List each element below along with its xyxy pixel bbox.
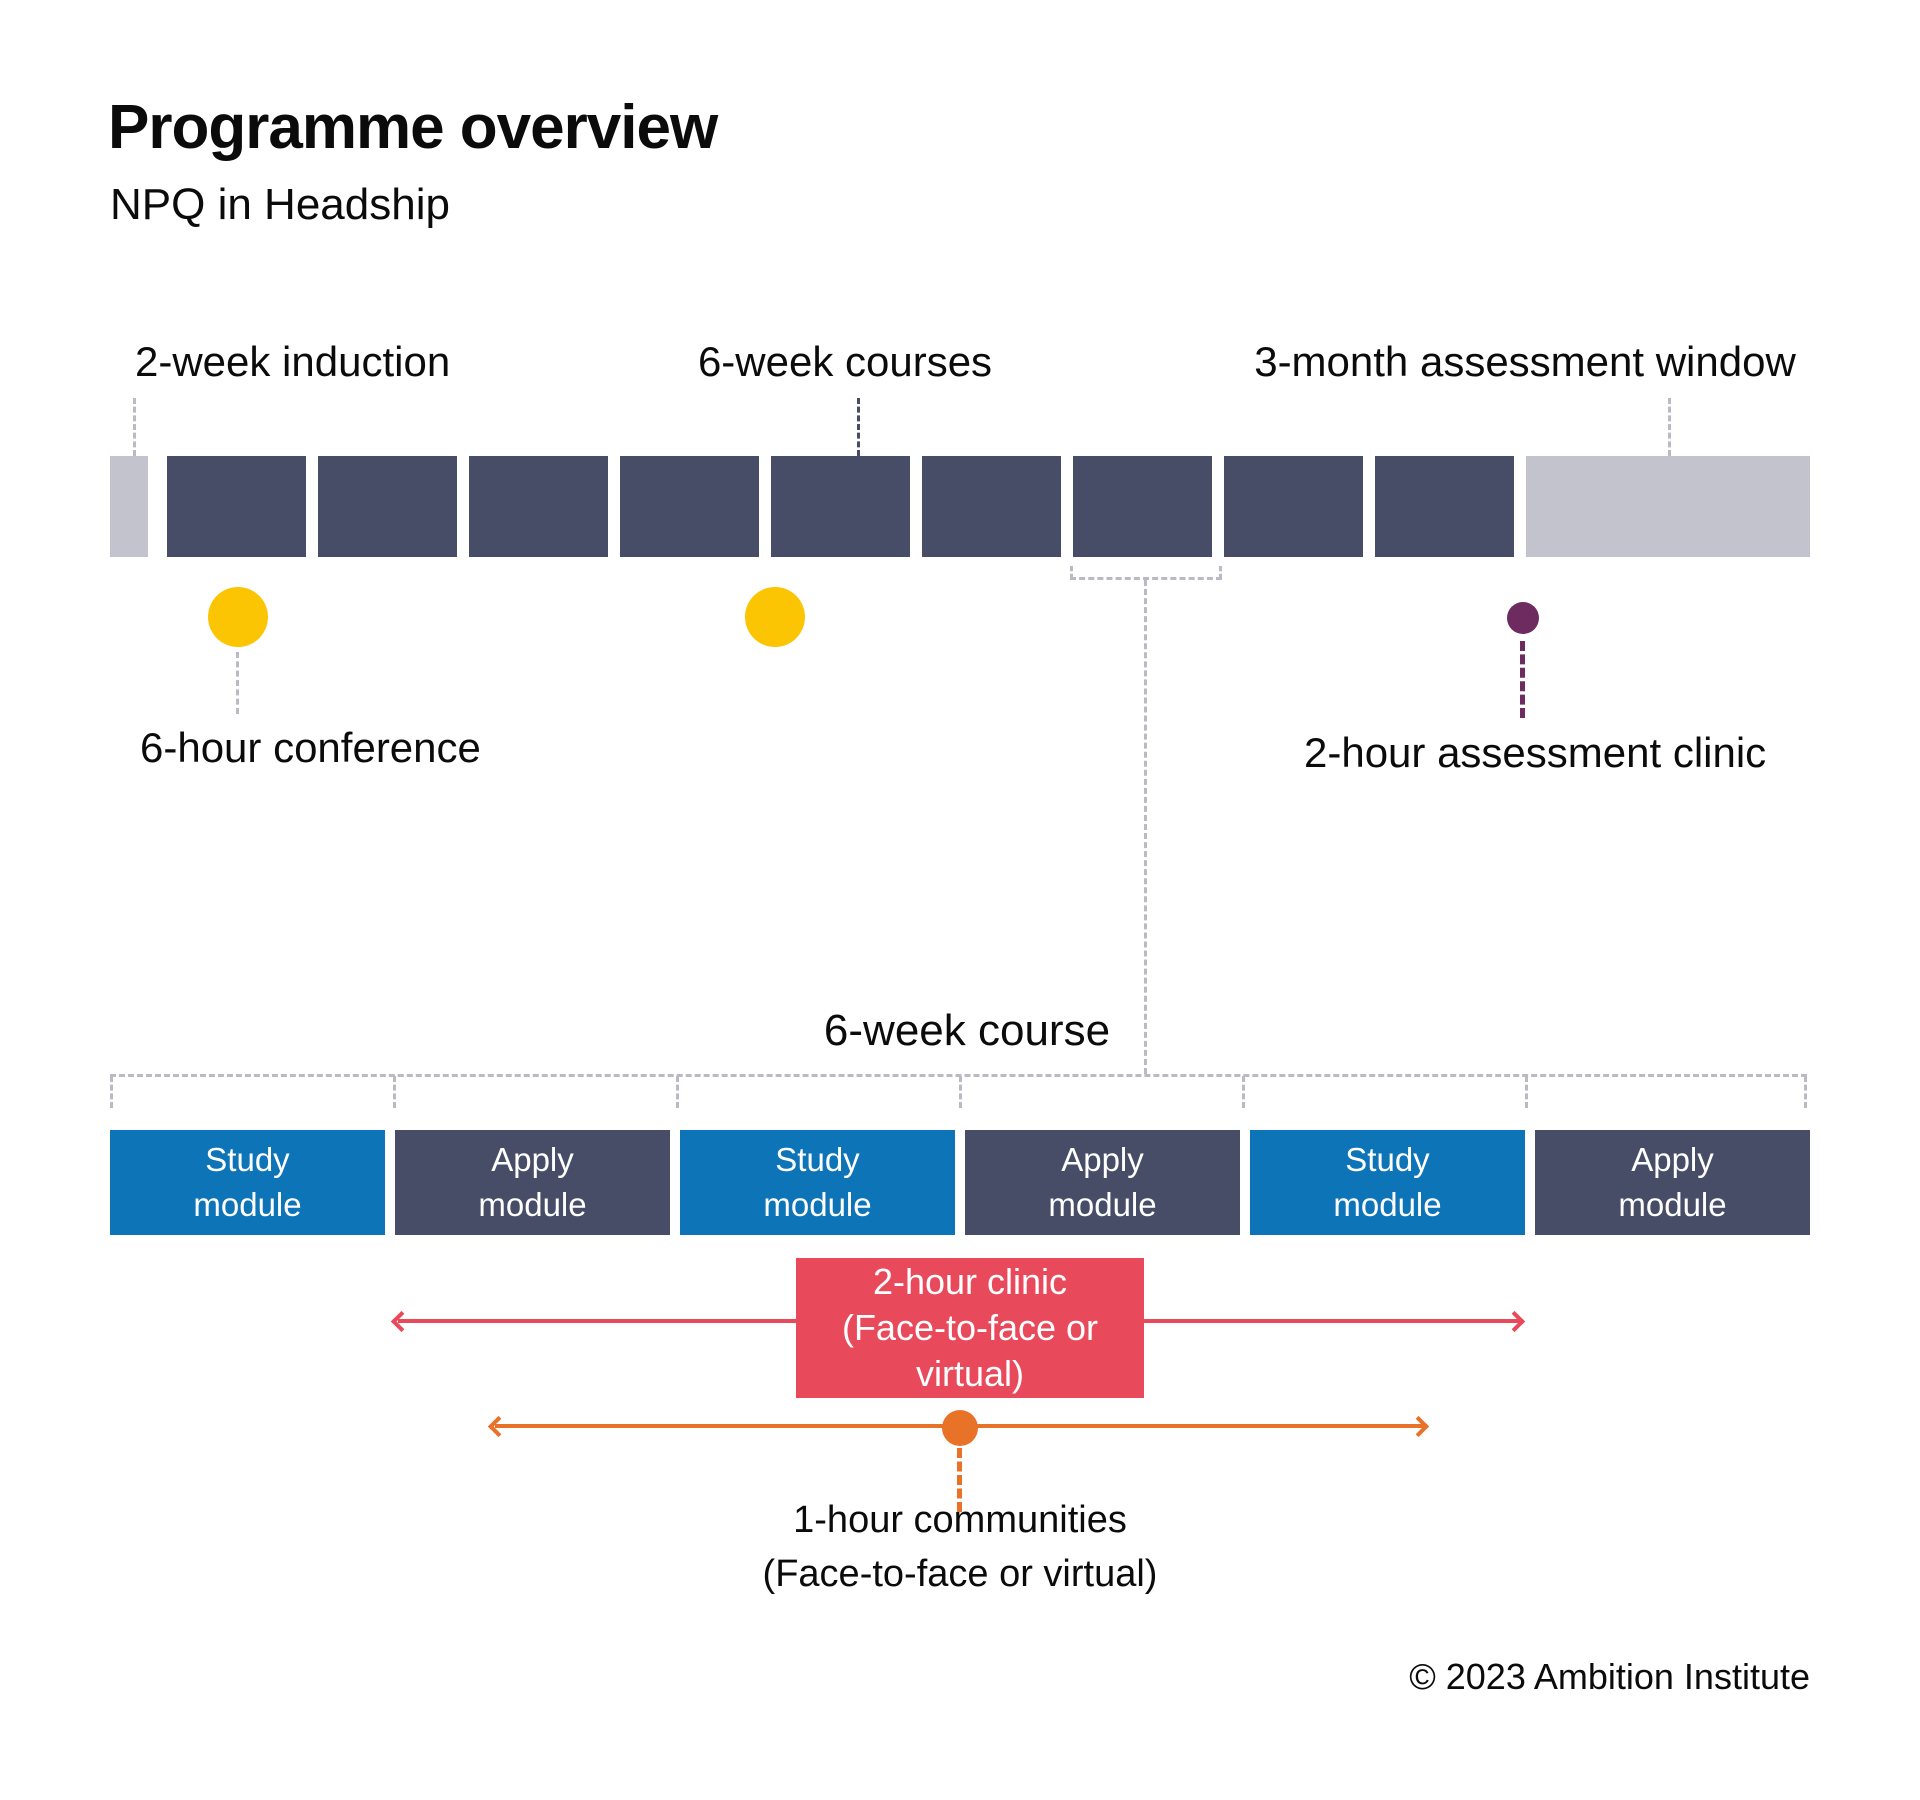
induction-pointer-line: [133, 398, 136, 456]
communities-label: 1-hour communities (Face-to-face or virt…: [762, 1499, 1158, 1595]
arrow-left-icon: [487, 1415, 510, 1438]
conference-label: 6-hour conference: [140, 724, 481, 771]
course-bracket-bottom-tick: [1242, 1076, 1245, 1108]
study-module-block: Study module: [680, 1130, 955, 1235]
assessment-window-segment: [1526, 456, 1810, 557]
page-title: Programme overview: [108, 93, 718, 162]
conference-dot-icon: [208, 587, 268, 647]
phase-label-induction: 2-week induction: [135, 338, 451, 385]
courses-pointer-line: [857, 398, 860, 456]
assessment-clinic-label: 2-hour assessment clinic: [1304, 729, 1767, 776]
course-block-8: [1224, 456, 1363, 557]
assessment-clinic-dot-icon: [1507, 602, 1539, 634]
course-detail-heading: 6-week course: [823, 1006, 1111, 1055]
page-subtitle: NPQ in Headship: [110, 180, 450, 229]
course-bracket-bottom-tick: [676, 1076, 679, 1108]
phase-label-assessment-window: 3-month assessment window: [1254, 338, 1796, 385]
apply-module-block: Apply module: [1535, 1130, 1810, 1235]
course-bracket-bottom-tick: [1804, 1076, 1807, 1108]
course-block-9: [1375, 456, 1514, 557]
communities-dot-icon: [942, 1410, 978, 1446]
course-detail-connector-line: [1144, 580, 1147, 1074]
course-bracket-bottom-tick: [110, 1076, 113, 1108]
arrow-right-icon: [1503, 1310, 1526, 1333]
assessment-clinic-pointer-line: [1520, 641, 1525, 718]
course-bracket-bottom-tick: [959, 1076, 962, 1108]
course-bracket-bottom-tick: [393, 1076, 396, 1108]
study-module-block: Study module: [110, 1130, 385, 1235]
course-block-7: [1073, 456, 1212, 557]
study-module-block: Study module: [1250, 1130, 1525, 1235]
induction-segment: [110, 456, 148, 557]
course-bracket-top-tick: [1219, 566, 1222, 579]
apply-module-block: Apply module: [965, 1130, 1240, 1235]
course-block-3: [469, 456, 608, 557]
arrow-right-icon: [1407, 1415, 1430, 1438]
apply-module-block: Apply module: [395, 1130, 670, 1235]
course-block-6: [922, 456, 1061, 557]
course-block-5: [771, 456, 910, 557]
course-block-4: [620, 456, 759, 557]
assessment-window-pointer-line: [1668, 398, 1671, 456]
course-block-2: [318, 456, 457, 557]
course-bracket-top: [1070, 577, 1222, 580]
copyright-notice: © 2023 Ambition Institute: [1409, 1656, 1810, 1697]
communities-pointer-line: [957, 1448, 962, 1512]
conference-pointer-line: [236, 652, 239, 714]
module-row: Study module Apply module Study module A…: [110, 1130, 1810, 1235]
phase-label-courses: 6-week courses: [697, 338, 993, 385]
conference-dot-icon: [745, 587, 805, 647]
course-block-1: [167, 456, 306, 557]
course-bracket-top-tick: [1070, 566, 1073, 579]
clinic-box: 2-hour clinic (Face-to-face or virtual): [796, 1258, 1144, 1398]
course-bracket-bottom-tick: [1525, 1076, 1528, 1108]
arrow-left-icon: [390, 1310, 413, 1333]
course-bracket-bottom: [110, 1074, 1807, 1077]
